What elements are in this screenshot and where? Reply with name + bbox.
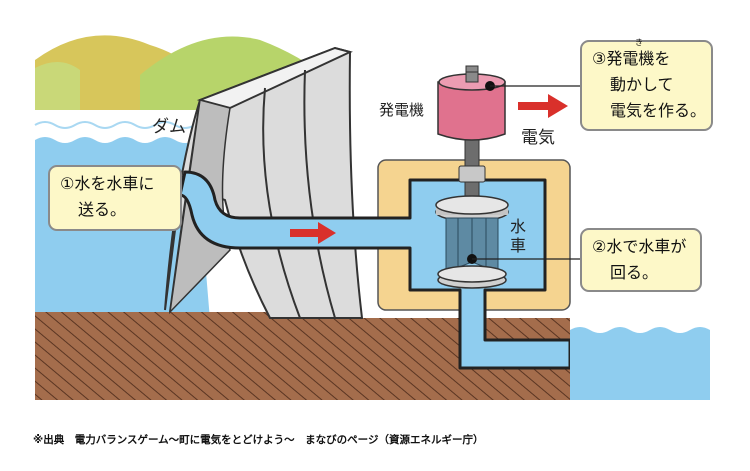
generator-label: 発電機 bbox=[379, 101, 425, 119]
callout-line: ①水を水車に bbox=[60, 174, 155, 193]
callout-line: 動かして bbox=[610, 75, 674, 94]
turbine-label-1: 水 bbox=[510, 217, 527, 236]
callout-line: 電気を作る。 bbox=[610, 101, 707, 120]
callout-step-2: ②水で水車が 回る。 bbox=[580, 228, 702, 292]
river-water bbox=[570, 327, 710, 400]
source-caption: ※出典 電力バランスゲーム〜町に電気をとどけよう〜 まなびのページ（資源エネルギ… bbox=[33, 434, 484, 446]
turbine-label-2: 車 bbox=[510, 236, 527, 255]
callout-line: 送る。 bbox=[78, 200, 127, 219]
electricity-label: 電気 bbox=[521, 128, 555, 148]
callout-ruby: き bbox=[635, 38, 643, 47]
callout-line: ②水で水車が bbox=[592, 237, 687, 256]
flow-arrow-icon bbox=[290, 222, 336, 244]
generator bbox=[437, 81, 506, 141]
callout-step-1: ①水を水車に 送る。 bbox=[48, 165, 182, 231]
callout-step-3: き ③発電機を 動かして 電気を作る。 bbox=[580, 38, 713, 131]
dam-label: ダム bbox=[152, 117, 186, 137]
electricity-arrow-icon bbox=[518, 94, 568, 118]
ground bbox=[35, 312, 570, 400]
callout-line: ③発電機を bbox=[592, 49, 671, 68]
callout-line: 回る。 bbox=[610, 263, 659, 282]
